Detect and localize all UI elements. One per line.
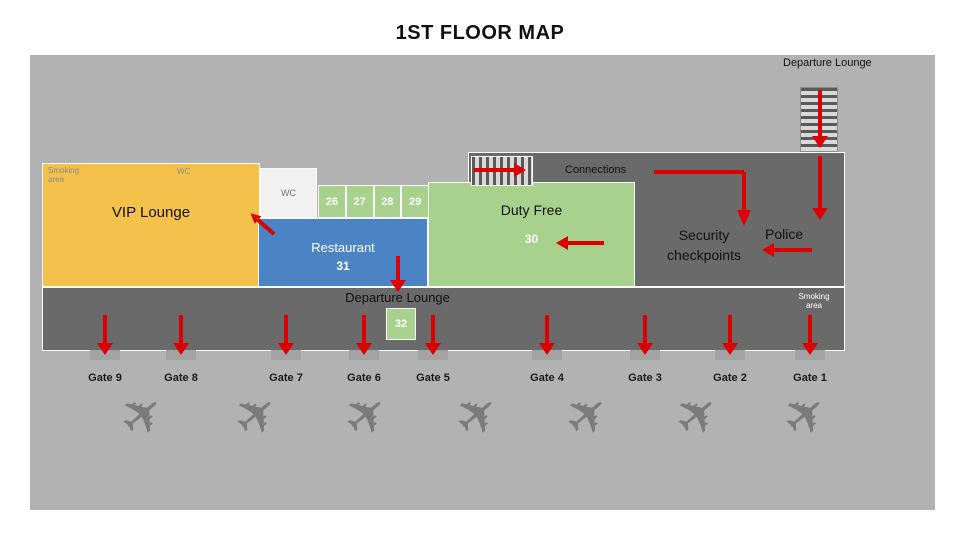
numbered-rooms-row: 26 27 28 29 (318, 185, 429, 218)
gate-3-label: Gate 3 (628, 372, 662, 384)
gate-7-label: Gate 7 (269, 372, 303, 384)
duty-free-number: 30 (524, 232, 539, 246)
arrow-down-gate-8-icon (173, 315, 189, 355)
gate-connector (271, 350, 301, 360)
wc-room (260, 168, 317, 218)
restaurant-number: 31 (336, 259, 350, 273)
gate-2-label: Gate 2 (713, 372, 747, 384)
gate-8-label: Gate 8 (164, 372, 198, 384)
gate-connector (90, 350, 120, 360)
arrow-down-gate-9-icon (97, 315, 113, 355)
duty-free-area (428, 182, 635, 287)
departure-lounge-main-label: Departure Lounge (345, 290, 450, 305)
arrow-down-gate-5-icon (425, 315, 441, 355)
arrow-down-gate-4-icon (539, 315, 555, 355)
gate-1-label: Gate 1 (793, 372, 827, 384)
security-checkpoints-label: Security checkpoints (667, 227, 741, 263)
departure-lounge-top-label: Departure Lounge (783, 57, 872, 69)
arrow-down-gate-3-icon (637, 315, 653, 355)
gate-connector (349, 350, 379, 360)
room-27: 27 (345, 185, 374, 218)
restaurant-label: Restaurant (311, 240, 375, 255)
room-29: 29 (401, 185, 429, 218)
connections-label: Connections (565, 164, 627, 176)
arrow-down-police-icon (812, 156, 828, 220)
page-title: 1ST FLOOR MAP (395, 22, 565, 44)
gate-connector (418, 350, 448, 360)
arrow-right-connections-icon (474, 163, 526, 177)
arrow-left-police-icon (762, 243, 812, 257)
wc-small-label: WC (177, 167, 191, 176)
gate-4-label: Gate 4 (530, 372, 564, 384)
arrow-diagonal-vip-icon (250, 213, 276, 236)
gate-9-label: Gate 9 (88, 372, 122, 384)
vip-lounge-area (42, 163, 260, 287)
gate-connector (630, 350, 660, 360)
arrow-down-gate-1-icon (802, 315, 818, 355)
duty-free-label: Duty Free (500, 202, 563, 218)
gate-6-label: Gate 6 (347, 372, 381, 384)
arrow-down-restaurant-icon (390, 256, 406, 292)
gate-5-label: Gate 5 (416, 372, 450, 384)
room-28: 28 (373, 185, 402, 218)
arrow-down-gate-6-icon (356, 315, 372, 355)
gate-connector (532, 350, 562, 360)
room-26: 26 (318, 185, 346, 218)
gate-connector (166, 350, 196, 360)
gate-connector (795, 350, 825, 360)
room-32: 32 (386, 308, 416, 340)
arrow-bent-security-icon (654, 170, 751, 226)
arrow-left-duty-free-icon (556, 236, 604, 250)
gate-connector (715, 350, 745, 360)
police-label: Police (765, 226, 804, 242)
departure-lounge-corridor (42, 287, 845, 351)
smoking-area-right-label: Smoking area (798, 292, 830, 311)
vip-lounge-label: VIP Lounge (111, 204, 191, 221)
arrow-down-gate-2-icon (722, 315, 738, 355)
arrow-down-stairs-icon (812, 90, 828, 148)
smoking-area-left-label: Smoking area (48, 166, 80, 185)
wc-box-label: WC (281, 188, 296, 198)
arrow-down-gate-7-icon (278, 315, 294, 355)
